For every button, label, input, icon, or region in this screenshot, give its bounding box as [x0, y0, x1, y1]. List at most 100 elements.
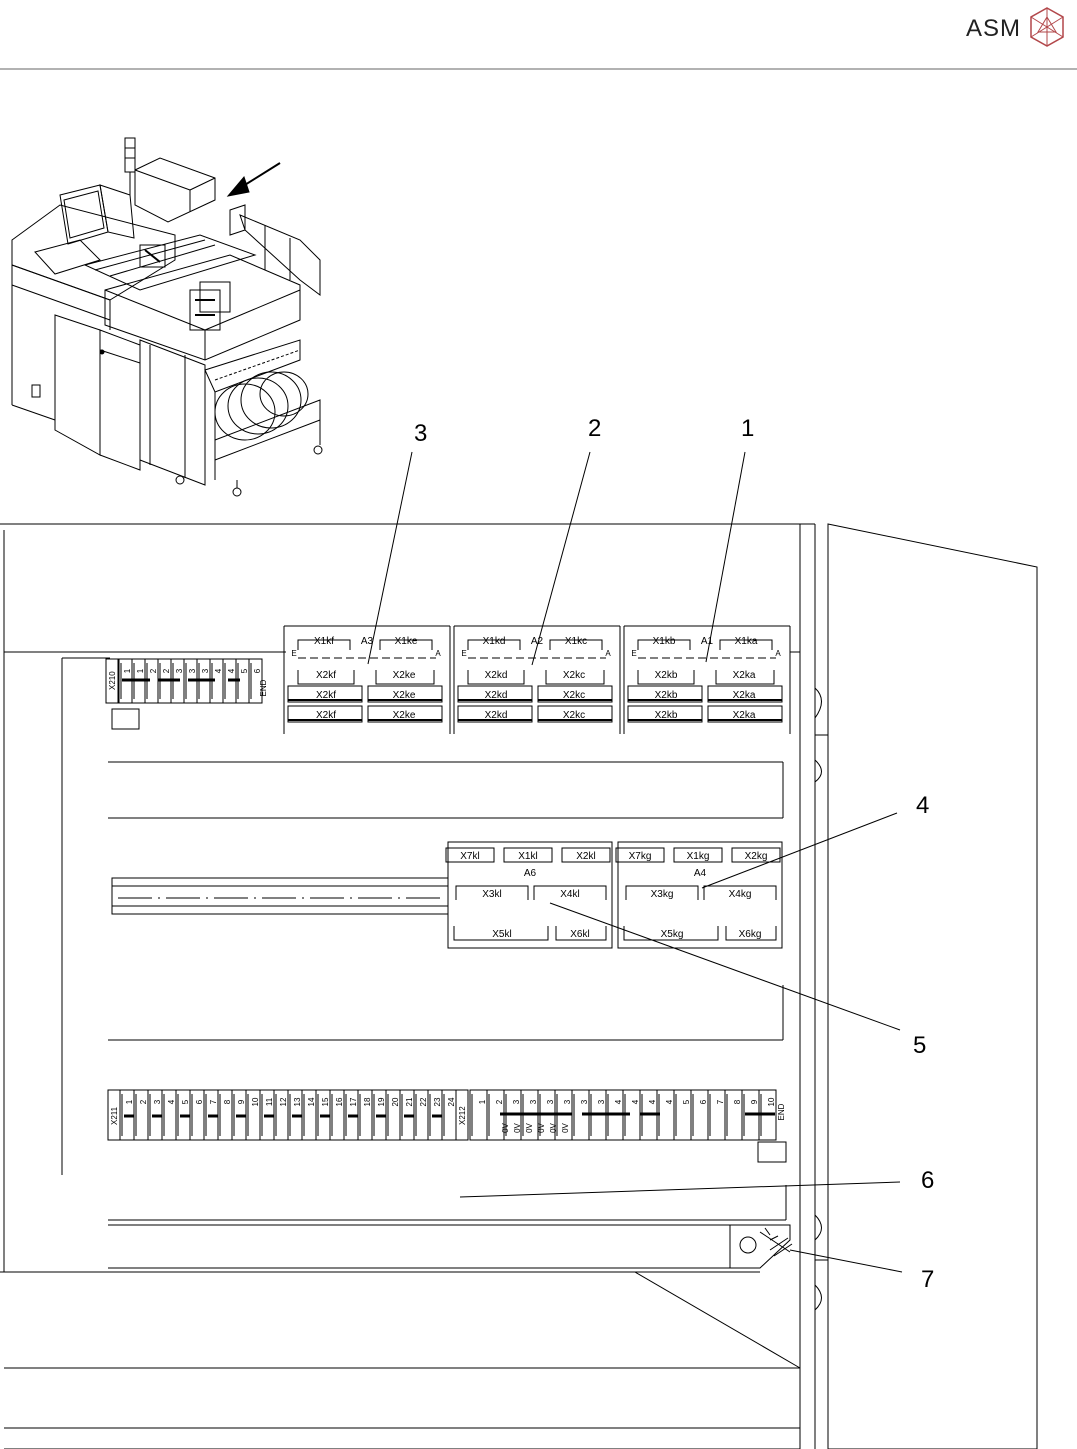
connector-top-left: [297, 639, 351, 650]
leader-7: [789, 1249, 903, 1273]
asm-cube-logo-icon: [1030, 7, 1064, 47]
connector-block: [673, 847, 723, 863]
zero-volt-label: 0V: [513, 1122, 522, 1132]
callout-6: 6: [921, 1167, 934, 1194]
connector-label: X2kd: [485, 690, 508, 701]
connector-block: [627, 705, 703, 723]
terminal-number: 19: [377, 1097, 386, 1106]
leader-4: [701, 812, 898, 889]
terminal-number: 9: [237, 1099, 246, 1104]
connector-block: [445, 847, 495, 863]
connector-top: [703, 885, 777, 900]
connector-label: X2kb: [655, 690, 678, 701]
terminal-number: 1: [136, 668, 145, 673]
terminal-number: 16: [335, 1097, 344, 1106]
module-name: A6: [524, 868, 537, 879]
connector-label: X7kg: [629, 851, 652, 862]
module-input-mark: E: [631, 649, 636, 658]
connector-bottom-right: [375, 670, 435, 685]
terminal-number: 14: [307, 1097, 316, 1106]
connector-label: X2kb: [655, 710, 678, 721]
terminal-number: 3: [188, 668, 197, 673]
connector-label: X2kb: [655, 670, 678, 681]
terminal-number: 4: [227, 668, 236, 673]
zero-volt-label: 0V: [561, 1122, 570, 1132]
zero-volt-label: 0V: [525, 1122, 534, 1132]
module-frame: [447, 841, 613, 949]
terminal-number: 2: [149, 668, 158, 673]
connector-label: X2kc: [563, 690, 585, 701]
terminal-number: 6: [253, 668, 262, 673]
connector-top-left: [637, 639, 691, 650]
module-input-mark: E: [461, 649, 466, 658]
location-arrow-icon: [226, 162, 281, 197]
connector-label: X1kd: [483, 636, 506, 647]
terminal-number: 4: [614, 1099, 623, 1104]
connector-top: [533, 885, 607, 900]
connector-block: [287, 705, 363, 723]
connector-label: X1kg: [687, 851, 710, 862]
callout-1: 1: [741, 415, 754, 442]
connector-block: [287, 685, 363, 703]
terminal-number: 12: [279, 1097, 288, 1106]
terminal-number: 24: [447, 1097, 456, 1106]
connector-block: [707, 685, 783, 703]
connector-label: X5kl: [492, 929, 511, 940]
module-name: A4: [694, 868, 707, 879]
connector-label: X4kg: [729, 889, 752, 900]
connector-label: X2ka: [733, 710, 756, 721]
connector-bottom-right: [545, 670, 605, 685]
module-output-mark: A: [435, 649, 441, 658]
connector-bottom-right: [555, 926, 607, 941]
module-name: A3: [361, 636, 374, 647]
terminal-block: [724, 1089, 743, 1141]
header: ASM: [0, 7, 1077, 70]
terminal-number: 4: [665, 1099, 674, 1104]
terminal-number: 3: [563, 1099, 572, 1104]
module-input-mark: E: [291, 649, 296, 658]
terminal-number: 18: [363, 1097, 372, 1106]
terminal-number: 2: [139, 1099, 148, 1104]
connector-label: X2kd: [485, 670, 508, 681]
connector-top-right: [719, 639, 773, 650]
terminal-number: 8: [223, 1099, 232, 1104]
terminal-number: 11: [265, 1097, 274, 1106]
terminal-number: 5: [181, 1099, 190, 1104]
module-output-mark: A: [605, 649, 611, 658]
connector-label: X2kf: [316, 670, 336, 681]
terminal-number: 20: [391, 1097, 400, 1106]
terminal-block: [469, 1089, 488, 1141]
terminal-number: 3: [546, 1099, 555, 1104]
connector-label: X1ke: [395, 636, 418, 647]
terminal-number: 4: [631, 1099, 640, 1104]
terminal-number: 5: [240, 668, 249, 673]
terminal-number: 3: [597, 1099, 606, 1104]
leader-1: [705, 451, 746, 663]
terminal-number: 5: [682, 1099, 691, 1104]
machine-illustration: [11, 137, 323, 497]
connector-label: X6kl: [570, 929, 589, 940]
zero-volt-label: 0V: [549, 1122, 558, 1132]
connector-label: X2ke: [393, 710, 416, 721]
connector-block: [537, 685, 613, 703]
connector-top: [625, 885, 699, 900]
connector-top-right: [379, 639, 433, 650]
connector-bottom-right: [725, 926, 777, 941]
terminal-number: 3: [201, 668, 210, 673]
terminal-number: 3: [153, 1099, 162, 1104]
terminal-number: 3: [175, 668, 184, 673]
callout-leaders: [367, 451, 903, 1273]
callout-5: 5: [913, 1032, 926, 1059]
connector-bottom-left: [467, 670, 525, 685]
terminal-number: 21: [405, 1097, 414, 1106]
leader-2: [531, 451, 591, 666]
terminal-number: 4: [648, 1099, 657, 1104]
